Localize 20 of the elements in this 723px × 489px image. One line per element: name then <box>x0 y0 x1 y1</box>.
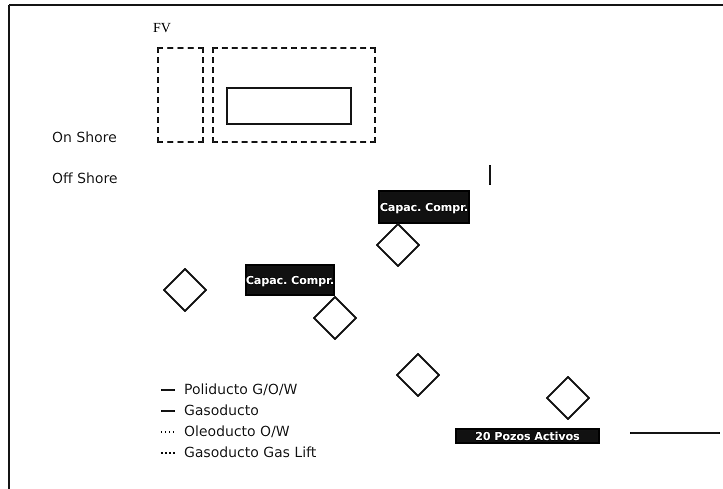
label-box <box>245 264 335 296</box>
legend-label: Oleoducto O/W <box>184 424 290 440</box>
decision-diamond <box>313 296 357 340</box>
legend-label: Poliducto G/O/W <box>184 382 298 398</box>
dashed-area-box <box>212 47 376 143</box>
decision-diamond <box>396 353 440 397</box>
label-box <box>455 428 600 444</box>
legend-label: Gasoducto Gas Lift <box>184 445 316 461</box>
decision-diamond <box>546 376 590 420</box>
box-label: 20 Pozos Activos <box>475 430 580 442</box>
legend-label: Gasoducto <box>184 403 259 419</box>
process-box <box>226 87 352 125</box>
decision-diamond <box>376 223 420 267</box>
box-label: Capac. Compr. <box>380 200 468 214</box>
decision-diamond <box>163 268 207 312</box>
box-label: Capac. Compr. <box>246 274 334 286</box>
label-box <box>378 190 470 224</box>
area-heading: FV <box>153 21 171 37</box>
area-label: On Shore <box>52 130 117 146</box>
area-label: Off Shore <box>52 171 118 187</box>
